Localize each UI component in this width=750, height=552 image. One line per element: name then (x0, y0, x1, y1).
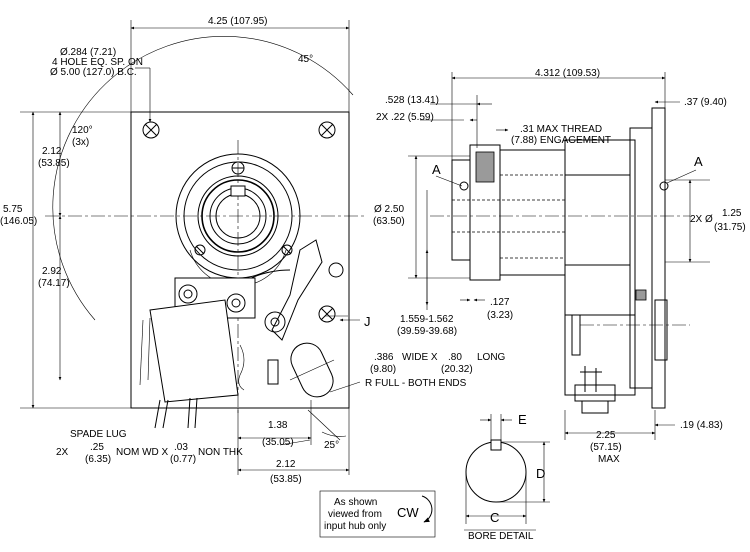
dim-2-92-in: 2.92 (42, 266, 62, 277)
lug-wd-in: .25 (90, 442, 104, 453)
dim-5-75-mm: (146.05) (0, 216, 37, 227)
mounting-hole-tr (318, 121, 336, 139)
dim-1-559-mm: (39.59-39.68) (397, 326, 457, 337)
dia-1-25-prefix: 2X Ø (690, 214, 713, 225)
plate-hole-right (328, 262, 344, 278)
lug-wd-label: NOM WD X (116, 447, 169, 458)
max-thread-1: .31 MAX THREAD (520, 124, 602, 135)
slot-wide-label: WIDE X (402, 352, 438, 363)
mounting-hole-br (318, 305, 336, 323)
note-line-2: viewed from (328, 509, 382, 520)
dim-2-25-in: 2.25 (596, 430, 616, 441)
dim-2-25-max: MAX (598, 454, 620, 465)
angle-25: 25° (324, 440, 339, 451)
label-a-left: A (432, 162, 441, 177)
spade-lug: SPADE LUG (70, 429, 127, 440)
dia-1-25-mm: (31.75) (714, 222, 746, 233)
note-line-1: As shown (334, 497, 377, 508)
input-hub (451, 159, 471, 261)
mounting-plate (130, 111, 350, 409)
dim-2-12-bot-in: 2.12 (276, 459, 296, 470)
slot-feature (289, 342, 335, 398)
coil-housing (499, 149, 566, 276)
dim-overall-length: 4.312 (109.53) (535, 68, 600, 79)
rotation-note: As shown viewed from input hub only CW (319, 490, 436, 538)
dia-2-50-mm: (63.50) (373, 216, 405, 227)
dim-1-38-in: 1.38 (268, 420, 288, 431)
lug-thk-label: NON THK (198, 447, 243, 458)
label-a-right: A (694, 154, 703, 169)
lug-qty: 2X (56, 447, 69, 458)
mounting-hole-tl (142, 121, 160, 139)
dia-2-50-in: Ø 2.50 (374, 204, 404, 215)
bolt-circle: Ø 5.00 (127.0) B.C. (50, 67, 137, 78)
lug-wd-mm: (6.35) (85, 454, 111, 465)
angle-120-qty: (3x) (72, 137, 89, 148)
bolt-circle-arc (52, 36, 354, 321)
bore-detail: E D C BORE DETAIL (464, 412, 550, 542)
dim-5-75-in: 5.75 (3, 204, 23, 215)
bore-label-d: D (536, 466, 545, 481)
side-view: 4.312 (109.53) .528 (13.41) 2X .22 (5.59… (373, 68, 746, 465)
slot-wide-mm: (9.80) (370, 364, 396, 375)
dim-2-25-mm: (57.15) (590, 442, 622, 453)
note-line-3: input hub only (324, 521, 386, 532)
cw-arrow-icon (421, 495, 433, 523)
note-direction: CW (397, 505, 419, 520)
lug-thk-mm: (0.77) (170, 454, 196, 465)
dim-2-12-bot-mm: (53.85) (270, 474, 302, 485)
angle-120: 120° (72, 125, 93, 136)
dim-528: .528 (13.41) (385, 95, 439, 106)
dim-19: .19 (4.83) (680, 420, 723, 431)
label-j: J (364, 314, 371, 329)
mounting-flange-side (651, 107, 666, 409)
front-view: 4.25 (107.95) Ø.284 (7.21) 4 HOLE EQ. SP… (0, 16, 506, 485)
bore-detail-title: BORE DETAIL (468, 531, 534, 542)
hole-diameter: Ø.284 (7.21) (60, 47, 116, 58)
angle-45: 45° (298, 54, 313, 65)
dim-2-92-mm: (74.17) (38, 278, 70, 289)
terminal-block (139, 277, 286, 429)
hole-spec: 4 HOLE EQ. SP. ON (52, 57, 143, 68)
dim-1-559-in: 1.559-1.562 (400, 314, 454, 325)
dim-127-mm: (3.23) (487, 310, 513, 321)
dia-1-25-in: 1.25 (722, 208, 742, 219)
dim-2x-22: 2X .22 (5.59) (376, 112, 434, 123)
dim-1-38-mm: (35.05) (262, 437, 294, 448)
dim-2-12-top-in: 2.12 (42, 146, 62, 157)
dim-37: .37 (9.40) (684, 97, 727, 108)
slot-long-mm: (20.32) (441, 364, 473, 375)
bore-label-c: C (490, 510, 499, 525)
slot-long-label: LONG (477, 352, 506, 363)
bore-label-e: E (518, 412, 527, 427)
slot-wide-in: .386 (374, 352, 394, 363)
dim-127-in: .127 (490, 297, 510, 308)
slot-ends: R FULL - BOTH ENDS (365, 378, 467, 389)
slot-long-in: .80 (448, 352, 462, 363)
lug-thk-in: .03 (174, 442, 188, 453)
max-thread-2: (7.88) ENGAGEMENT (511, 135, 611, 146)
dim-width-4-25: 4.25 (107.95) (208, 16, 268, 27)
dim-2-12-top-mm: (53.85) (38, 158, 70, 169)
